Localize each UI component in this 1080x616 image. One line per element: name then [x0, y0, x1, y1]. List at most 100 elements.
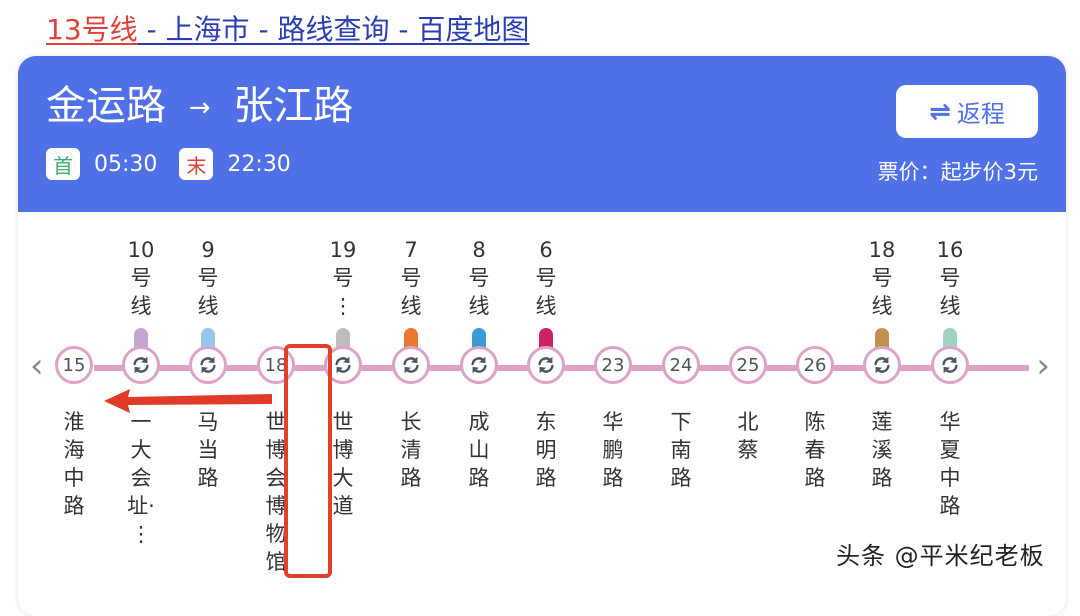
fare-info: 票价：起步价3元 [877, 160, 1038, 184]
station-name-char: 世 [265, 410, 287, 434]
transfer-label-char: 线 [939, 294, 961, 318]
transfer-label-char: 号 [535, 266, 557, 290]
station-name: 陈春路 [785, 408, 845, 492]
station-name-char: 大 [332, 466, 354, 490]
transfer-label-char: 线 [197, 294, 219, 318]
station-name-char: 山 [468, 438, 490, 462]
station-name: 长清路 [381, 408, 441, 492]
transfer-label-char: 号 [400, 266, 422, 290]
station-number-node[interactable]: 15 [55, 346, 93, 384]
highlight-annotation-box [284, 344, 332, 578]
transfer-label-char: ⋮ [332, 294, 354, 318]
station-name-char: 中 [939, 466, 961, 490]
station-number-node[interactable]: 25 [729, 346, 767, 384]
station-name: 华鹏路 [583, 408, 643, 492]
station-name-char: 路 [197, 466, 219, 490]
station-name: 东明路 [516, 408, 576, 492]
station-name-char: 鹏 [602, 438, 624, 462]
station-name-char: 下 [670, 410, 692, 434]
station-name-char: 华 [602, 410, 624, 434]
transfer-label-char: 8 [472, 238, 486, 262]
transfer-icon[interactable] [460, 346, 498, 384]
station-name-char: 物 [265, 522, 287, 546]
station-name-char: 夏 [939, 438, 961, 462]
transfer-icon[interactable] [189, 346, 227, 384]
station-name: 北蔡 [718, 408, 778, 464]
transfer-label-char: 号 [939, 266, 961, 290]
transfer-icon[interactable] [863, 346, 901, 384]
station-name: 世博会博物馆 [246, 408, 306, 576]
transfer-label-char: 19 [329, 238, 357, 262]
swap-icon: ⇌ [929, 96, 951, 127]
last-train-badge: 末 [179, 148, 214, 180]
transfer-label-char: 线 [535, 294, 557, 318]
transfer-icon[interactable] [931, 346, 969, 384]
transfer-label-char: 18 [868, 238, 896, 262]
station-name-char: 成 [468, 410, 490, 434]
transfer-line-label: 6 号线 [516, 236, 576, 320]
transfer-icon[interactable] [392, 346, 430, 384]
transfer-label-char: 10 [127, 238, 155, 262]
transfer-label-char: 号 [468, 266, 490, 290]
station-number-node[interactable]: 24 [662, 346, 700, 384]
service-times: 首 05:30 末 22:30 [46, 148, 313, 180]
station-name-char: 当 [197, 438, 219, 462]
transfer-label-char: 16 [936, 238, 964, 262]
return-trip-button[interactable]: ⇌ 返程 [896, 85, 1038, 138]
transfer-icon[interactable] [527, 346, 565, 384]
transfer-label-char: 号 [197, 266, 219, 290]
station-name-char: 清 [400, 438, 422, 462]
line-link[interactable]: 13号线 [46, 13, 138, 46]
transfer-line-label: 19 号 ⋮ [313, 236, 373, 320]
station-number-node[interactable]: 26 [796, 346, 834, 384]
station-number-node[interactable]: 23 [594, 346, 632, 384]
page-title-rest[interactable]: - 上海市 - 路线查询 - 百度地图 [137, 13, 530, 46]
station-name: 下南路 [651, 408, 711, 492]
transfer-icon[interactable] [122, 346, 160, 384]
station-name: 华夏中路 [920, 408, 980, 520]
red-arrow-annotation [104, 389, 272, 413]
watermark: 头条 @平米纪老板 [836, 542, 1045, 570]
station-name-char: 中 [63, 466, 85, 490]
station-name-char: 址· [127, 494, 155, 518]
station-name-char: ⋮ [130, 522, 152, 546]
transfer-label-char: 线 [871, 294, 893, 318]
transfer-label-char: 线 [130, 294, 152, 318]
station-name: 一大会址·⋮ [111, 408, 171, 548]
transfer-label-char: 号 [871, 266, 893, 290]
first-train-time: 05:30 [94, 151, 158, 177]
station-name-char: 会 [130, 466, 152, 490]
station-name-char: 会 [265, 466, 287, 490]
station-name-char: 博 [332, 438, 354, 462]
station-name-char: 明 [535, 438, 557, 462]
station-name: 马当路 [178, 408, 238, 492]
route-to: 张江路 [233, 83, 354, 129]
route-header: 金运路 → 张江路 首 05:30 末 22:30 ⇌ 返程 票价：起步价3元 [18, 56, 1066, 212]
page-title[interactable]: 13号线 - 上海市 - 路线查询 - 百度地图 [46, 10, 529, 50]
next-arrow-icon[interactable]: › [1036, 346, 1050, 386]
station-name-char: 海 [63, 438, 85, 462]
station-name-char: 博 [265, 438, 287, 462]
transfer-label-char: 6 [539, 238, 553, 262]
station-name-char: 大 [130, 438, 152, 462]
route-from: 金运路 [46, 83, 166, 129]
prev-arrow-icon[interactable]: ‹ [30, 346, 44, 386]
station-name-char: 南 [670, 438, 692, 462]
station-name-char: 路 [400, 466, 422, 490]
station-name: 莲溪路 [852, 408, 912, 492]
station-name-char: 路 [535, 466, 557, 490]
station-name-char: 东 [535, 410, 557, 434]
station-name-char: 蔡 [737, 438, 759, 462]
station-name-char: 莲 [871, 410, 893, 434]
station-name-char: 淮 [63, 410, 85, 434]
transfer-label-char: 号 [332, 266, 354, 290]
transfer-label-char: 7 [404, 238, 418, 262]
first-train-badge: 首 [46, 148, 80, 180]
station-name-char: 路 [939, 494, 961, 518]
station-number-node[interactable]: 18 [257, 346, 295, 384]
route-title: 金运路 → 张江路 [46, 78, 353, 136]
